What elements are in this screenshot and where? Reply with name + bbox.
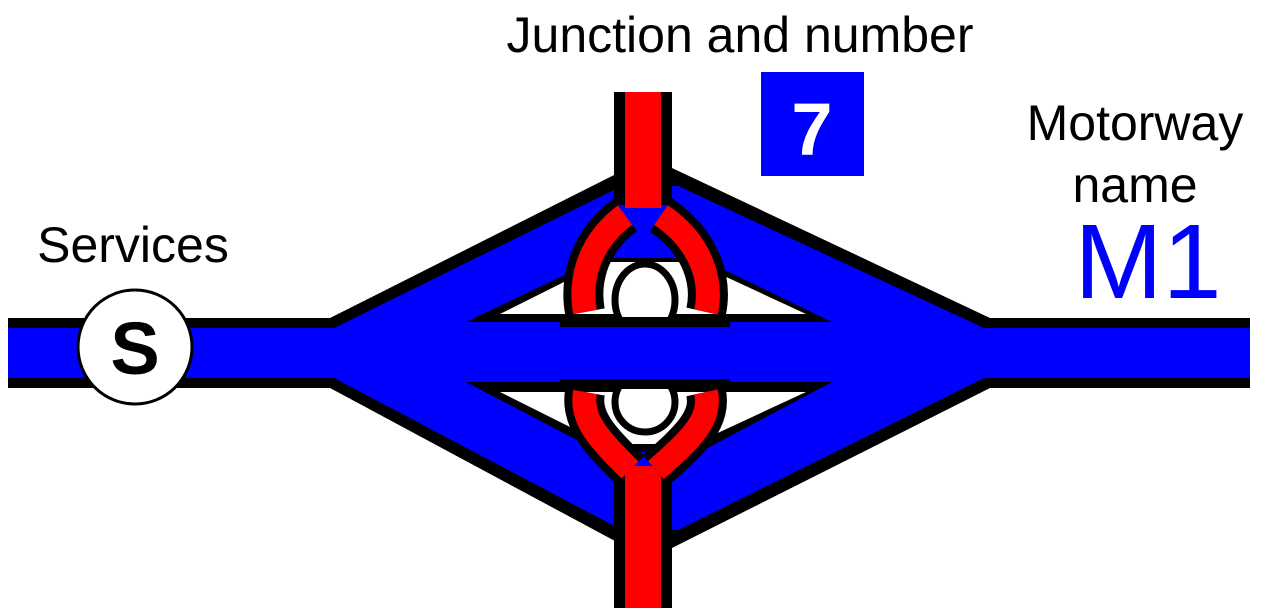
junction-number: 7 (791, 88, 832, 171)
junction-number-box: 7 (761, 72, 864, 176)
services-caption: Services (37, 217, 229, 273)
slip-loop-left-lower-fill (572, 389, 639, 479)
motorway-centre-band-fill (500, 327, 820, 379)
motorway-name: M1 (1074, 203, 1221, 321)
slip-loop-right-upper-fill (653, 205, 720, 315)
junction-road-overlay (500, 92, 820, 608)
slip-loop-right-lower-fill (648, 389, 719, 479)
slip-loop-left-upper-fill (571, 205, 633, 315)
services-symbol: S (110, 307, 159, 390)
junction-caption: Junction and number (507, 7, 974, 63)
motorway-caption-line1: Motorway (1027, 95, 1244, 151)
motorway-caption-line2: name (1072, 157, 1197, 213)
services-circle-icon: S (76, 288, 194, 406)
